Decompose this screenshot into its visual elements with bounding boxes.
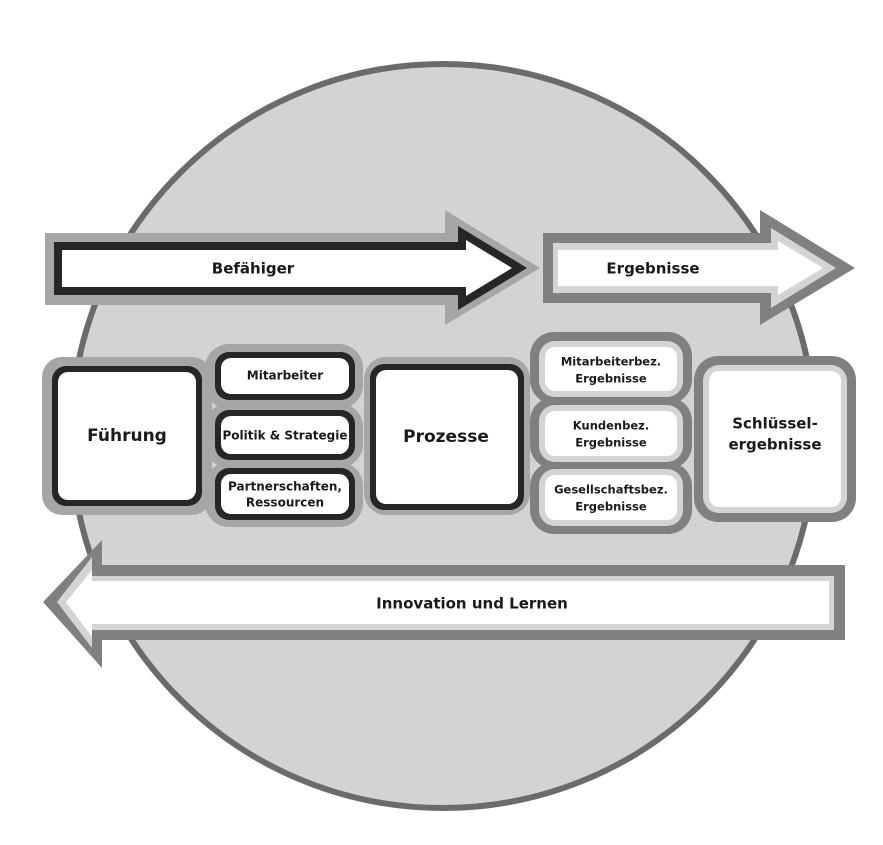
leadership-box: Führung [42, 357, 212, 515]
people-results-box: Mitarbeiterbez. Ergebnisse [539, 341, 683, 397]
partnerships-box: Partnerschaften, Ressourcen [215, 468, 355, 520]
key-results-box: Schlüssel- ergebnisse [694, 356, 856, 522]
results-stack: Mitarbeiterbez. Ergebnisse Kundenbez. Er… [530, 332, 692, 534]
results-arrow: Ergebnisse [543, 210, 855, 325]
key-results-label-line1: Schlüssel- [732, 415, 818, 433]
people-box: Mitarbeiter [215, 352, 355, 400]
results-arrow-label: Ergebnisse [606, 260, 699, 278]
enabler-stack: Mitarbeiter Politik & Strategie Partners… [205, 344, 363, 527]
customer-results-label-line1: Kundenbez. [573, 419, 649, 433]
partnerships-label-line1: Partnerschaften, [228, 480, 342, 494]
leadership-label: Führung [87, 426, 167, 446]
people-label: Mitarbeiter [247, 369, 324, 383]
people-results-label-line2: Ergebnisse [575, 372, 647, 386]
enablers-arrow: Befähiger [45, 210, 540, 325]
society-results-label-line1: Gesellschaftsbez. [554, 483, 668, 497]
people-results-label-line1: Mitarbeiterbez. [561, 355, 661, 369]
society-results-label-line2: Ergebnisse [575, 500, 647, 514]
customer-results-box: Kundenbez. Ergebnisse [539, 405, 683, 462]
policy-strategy-label: Politik & Strategie [222, 429, 347, 443]
processes-label: Prozesse [403, 427, 489, 447]
processes-box: Prozesse [364, 357, 530, 515]
customer-results-label-line2: Ergebnisse [575, 436, 647, 450]
policy-strategy-box: Politik & Strategie [215, 410, 355, 460]
innovation-learning-arrow: Innovation und Lernen [43, 540, 845, 668]
society-results-box: Gesellschaftsbez. Ergebnisse [539, 469, 683, 526]
key-results-label-line2: ergebnisse [728, 436, 821, 454]
partnerships-label-line2: Ressourcen [246, 496, 324, 510]
innovation-learning-label: Innovation und Lernen [376, 595, 568, 613]
enablers-arrow-label: Befähiger [212, 260, 295, 278]
